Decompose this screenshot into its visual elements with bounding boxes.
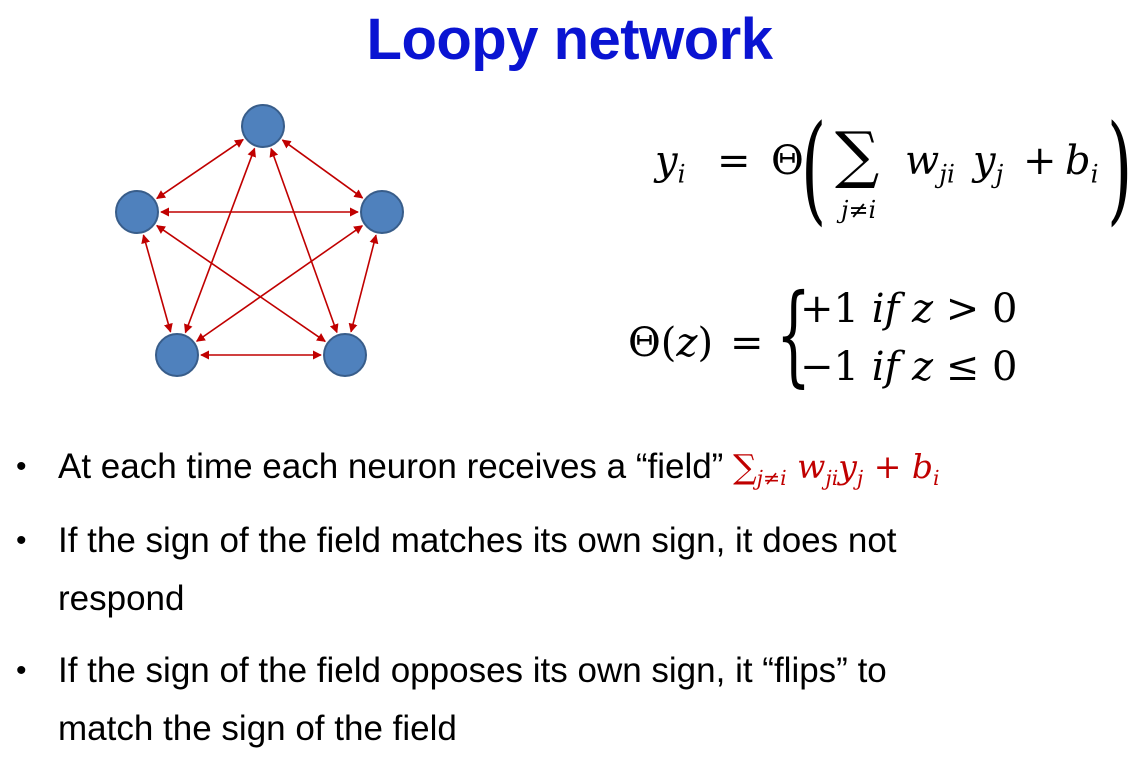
bullet-field-text: At each time each neuron receives a “fie… (58, 447, 724, 486)
eq2-lhs: Θ(z) (628, 320, 714, 366)
bullet-dot: • (16, 654, 27, 687)
bullet-opposes-line2: match the sign of the field (58, 709, 457, 748)
eq2-equals: = (730, 320, 764, 366)
neuron-node-top (241, 104, 285, 148)
eq1-term-w: wji (905, 138, 955, 189)
edge-upper-right-lower-left (195, 225, 364, 342)
edge-top-upper-right (281, 139, 364, 199)
edge-top-lower-right (269, 147, 339, 334)
neuron-node-lower-left (155, 333, 199, 377)
slide-title: Loopy network (366, 7, 773, 72)
bullet-text: If the sign of the field opposes its own… (58, 642, 1128, 758)
edge-top-upper-left (156, 138, 244, 200)
eq1-sum-symbol: ∑ (835, 118, 880, 191)
eq1-close-paren: ) (1107, 99, 1133, 237)
eq1-plus: + (1023, 138, 1057, 184)
edge-upper-left-lower-left (141, 234, 173, 333)
neuron-node-lower-right (323, 333, 367, 377)
eq1-equals: = (717, 138, 751, 184)
bullet-dot: • (16, 524, 27, 557)
eq1-lhs: yi (655, 138, 686, 189)
eq2-brace: { (776, 270, 811, 398)
eq2-case-positive: +1 if z > 0 (800, 286, 1018, 332)
eq1-sum-index: j≠i (841, 196, 877, 224)
eq2-case-negative: −1 if z ≤ 0 (800, 344, 1018, 390)
bullet-text: At each time each neuron receives a “fie… (58, 438, 1128, 507)
loopy-network-diagram (115, 104, 404, 377)
eq1-open-paren: ( (801, 99, 827, 237)
eq1-term-b: bi (1065, 138, 1099, 189)
neuron-node-upper-left (115, 190, 159, 234)
bullet-dot: • (16, 450, 27, 483)
field-expression: ∑j≠i wjiyj + bi (733, 447, 940, 491)
edge-upper-left-lower-right (156, 224, 326, 343)
eq1-term-y: yj (973, 138, 1004, 189)
bullet-opposes-line1: If the sign of the field opposes its own… (58, 651, 887, 690)
neuron-node-upper-right (360, 190, 404, 234)
bullet-matches-line1: If the sign of the field matches its own… (58, 521, 897, 560)
edge-top-lower-left (184, 147, 256, 334)
eq1-theta: Θ (771, 138, 804, 184)
bullet-matches-line2: respond (58, 579, 185, 618)
edge-upper-right-lower-right (348, 234, 379, 333)
bullet-text: If the sign of the field matches its own… (58, 512, 1128, 628)
